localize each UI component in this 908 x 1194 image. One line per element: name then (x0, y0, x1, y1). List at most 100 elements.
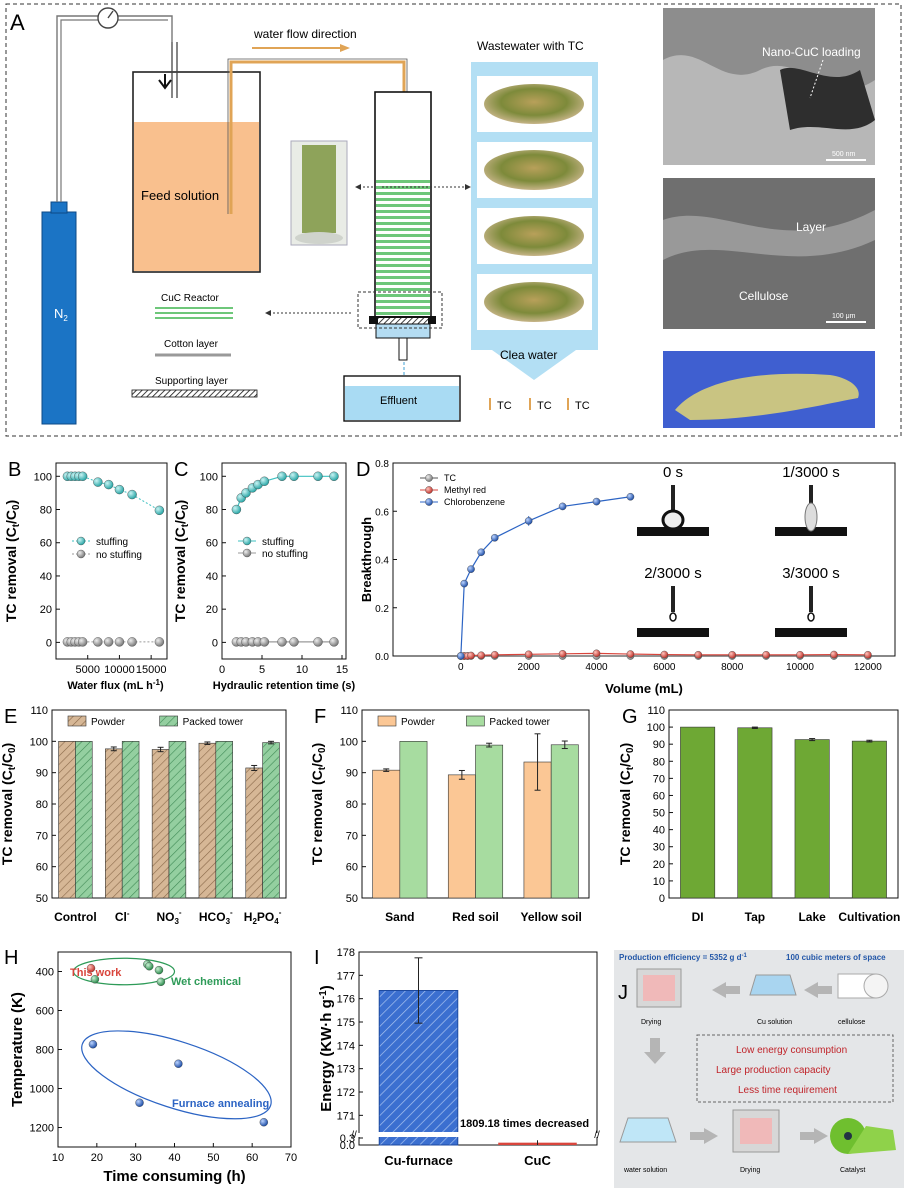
bar (151, 749, 170, 899)
bar (198, 742, 217, 899)
y-tick-label: 400 (36, 967, 54, 979)
y-tick-label: 100 (200, 471, 218, 483)
inset-time-label: 2/3000 s (644, 565, 702, 582)
data-point (460, 579, 469, 588)
y-label-end: ) (318, 985, 335, 990)
y-label-mid: /C (0, 753, 15, 767)
data-point (289, 637, 299, 647)
category-sub: 4 (274, 917, 279, 926)
data-point (524, 517, 533, 525)
data-point (127, 489, 137, 500)
data-point (93, 637, 103, 647)
y-label-mid: /C (309, 753, 325, 767)
y-label-main: Energy (KW·h g (318, 999, 335, 1112)
category-sup: - (127, 909, 130, 918)
inset-needle (671, 586, 675, 612)
annotation-decrease: 1809.18 times decreased (460, 1118, 589, 1130)
category-label: Tap (745, 910, 765, 924)
x-tick-label: 0 (219, 664, 225, 676)
plot-frame (358, 951, 598, 1146)
label-cellulose: cellulose (838, 1019, 865, 1026)
inset-needle (809, 586, 813, 612)
x-tick-label: 5 (259, 664, 265, 676)
fiber-pad-4 (484, 282, 584, 322)
y-tick-label: 100 (647, 722, 665, 734)
y-label-main: TC removal (C (172, 527, 188, 622)
data-point (762, 650, 770, 659)
data-point (86, 963, 96, 973)
bar (168, 741, 187, 899)
inset-surface (775, 628, 847, 637)
clean-water-arrow-icon (471, 334, 598, 380)
y-tick-label: 80 (206, 505, 218, 517)
legend-marker (242, 548, 252, 558)
arrow-down-body (650, 1038, 660, 1052)
cellulose-roll-end (863, 973, 889, 999)
inset-needle (809, 485, 813, 511)
bar (399, 741, 428, 899)
category-sub: 3 (174, 917, 179, 926)
n2-cylinder-valve (50, 201, 68, 214)
x-tick-label: 15000 (136, 664, 167, 676)
x-axis-label: Water flux (mL h-1) (67, 678, 164, 692)
droplet-2 (669, 612, 677, 622)
legend-swatch (466, 715, 485, 727)
data-point (289, 471, 299, 481)
axis-break-icon: // (594, 1130, 600, 1141)
y-label-mid: /C (617, 753, 633, 767)
photo-pointer-arrow-icon (355, 184, 361, 190)
y-tick-label: 20 (653, 859, 665, 871)
sem-pointer (809, 59, 824, 99)
inset-time-label: 3/3000 s (782, 565, 840, 582)
y-tick-label: 100 (34, 471, 52, 483)
y-tick-label: 40 (653, 825, 665, 837)
water-flow-pipe-outline (227, 58, 408, 214)
data-point (154, 965, 164, 975)
y-tick-label: 80 (653, 756, 665, 768)
axis-break-gap (353, 1133, 365, 1137)
label-drying-1: Drying (641, 1019, 661, 1026)
data-point (135, 1098, 144, 1107)
arrow-right-body-1 (690, 1132, 704, 1140)
space-label: 100 cubic meters of space (786, 953, 886, 962)
category-label: DI (692, 910, 704, 924)
feed-solution-label: Feed solution (141, 188, 219, 203)
legend-label: stuffing (96, 537, 128, 548)
bar (58, 741, 76, 899)
advantage-1: Low energy consumption (736, 1045, 847, 1056)
category-sub: 3 (226, 917, 231, 926)
data-point (592, 497, 601, 506)
feed-solution-liquid (134, 122, 259, 271)
y-tick-label: 80 (36, 799, 48, 811)
y-label-sub: t (180, 523, 191, 527)
column-photo-base (295, 232, 343, 244)
group-ellipse-wet (72, 957, 176, 986)
y-axis-label: TC removal (Ct/C0) (309, 743, 328, 865)
plot-frame (55, 462, 168, 660)
inset-surface (637, 628, 709, 637)
x-tick-label: 10 (52, 1152, 64, 1164)
y-tick-label: 30 (653, 842, 665, 854)
data-point (156, 977, 166, 987)
panel-a-border (5, 3, 902, 437)
y-tick-label: 1200 (30, 1123, 54, 1135)
y-label-main: TC removal (C (3, 527, 19, 622)
category-text: Cl (115, 910, 127, 924)
data-point (93, 477, 103, 487)
x-label-sup: -1 (153, 678, 161, 687)
panel-a: A N2 Feed solution water flow direction (5, 3, 902, 437)
data-point (796, 650, 804, 659)
y-tick-label: 176 (337, 994, 355, 1006)
y-tick-label: 175 (337, 1017, 355, 1029)
category-label: Cl- (115, 909, 130, 924)
bar (215, 741, 233, 899)
inflow-arrow-icon (158, 74, 172, 90)
category-sup: - (179, 908, 182, 917)
arrow-right-body-2 (800, 1132, 814, 1140)
y-tick-label: 174 (337, 1040, 355, 1052)
category-label: HCO3- (199, 908, 233, 926)
